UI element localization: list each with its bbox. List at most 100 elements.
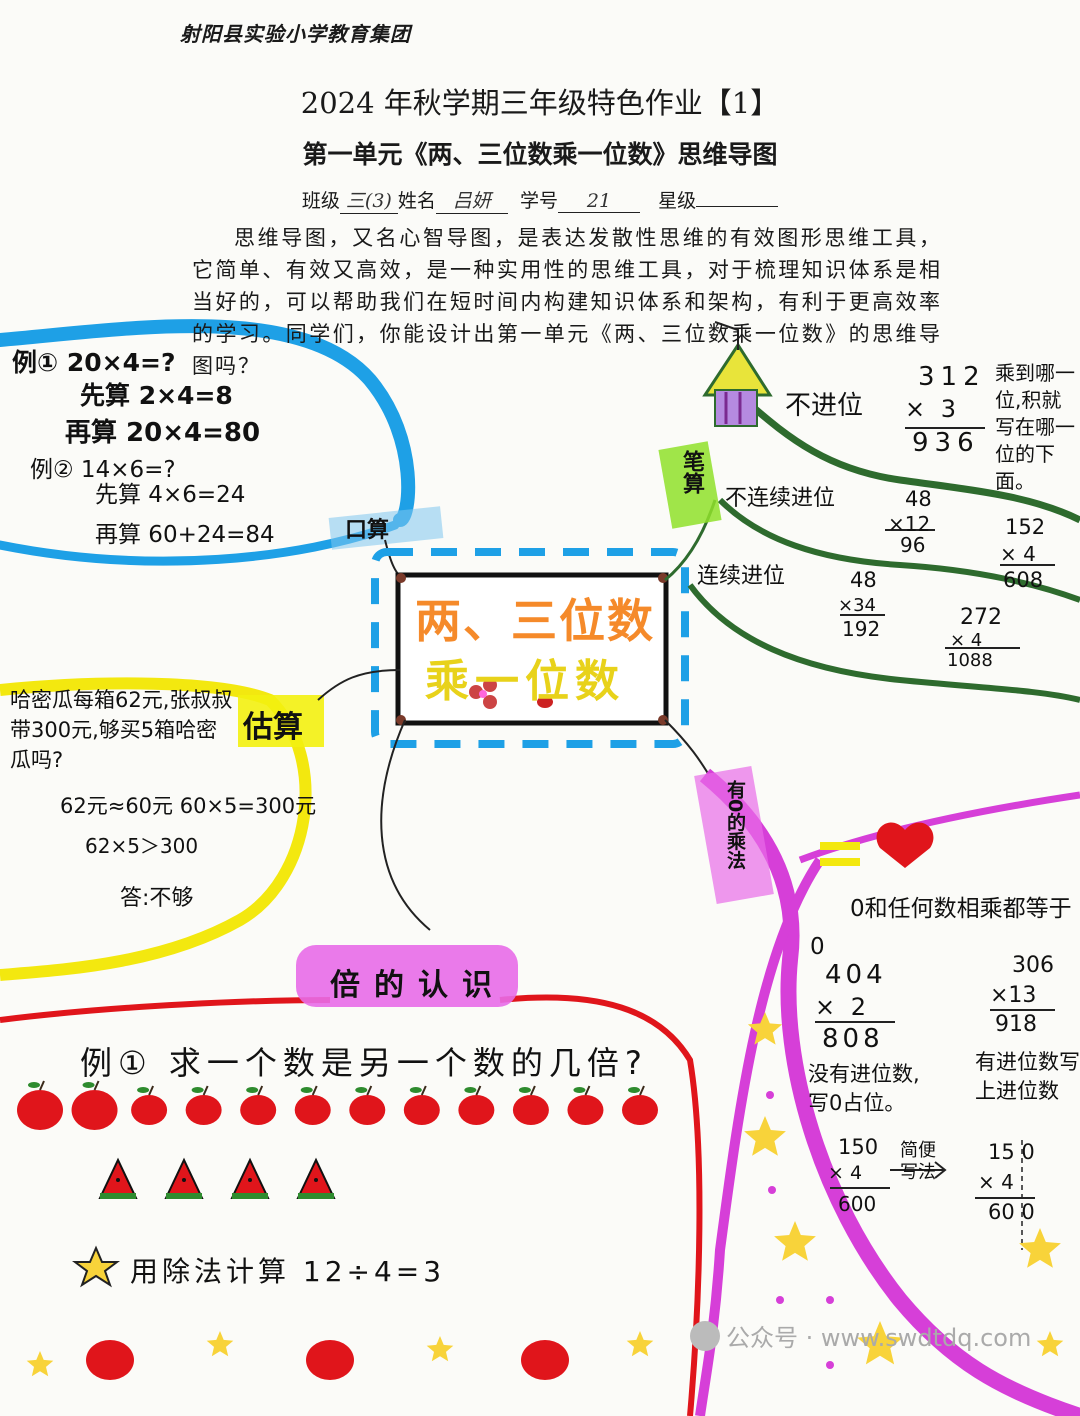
oral-ex1-step1: 先算 2×4=8	[80, 381, 233, 410]
calc-272: 272	[960, 605, 1002, 630]
calc-48c-mult: ×34	[838, 595, 876, 616]
class-value: 三(3)	[339, 186, 398, 214]
calc-150-simple-mult: × 4	[978, 1170, 1014, 1194]
star-icon	[426, 1336, 454, 1362]
bottom-decor-row	[26, 1331, 654, 1380]
oral-ex2: 例② 14×6=?	[30, 457, 176, 483]
center-box	[395, 572, 669, 726]
heart-icon	[876, 822, 934, 868]
dot	[768, 1186, 776, 1194]
star-icon	[26, 1351, 54, 1377]
apple-icon	[71, 1080, 118, 1130]
zero-note-c: 简便写法	[900, 1140, 936, 1183]
written-highlight	[658, 441, 722, 529]
center-title-line2: 乘一位数	[425, 656, 625, 707]
red-branch	[0, 997, 331, 1023]
calc-48a: 48	[905, 487, 932, 511]
dot	[766, 1091, 774, 1099]
calc-272-result: 1088	[947, 650, 993, 671]
dot	[826, 1361, 834, 1369]
yellow-connector	[317, 669, 401, 701]
estimate-highlight	[238, 695, 324, 747]
star-icon	[857, 1321, 903, 1365]
pencil-icon	[702, 321, 773, 427]
oral-ex2-step1: 先算 4×6=24	[95, 482, 246, 508]
calc-306-mult: ×13	[990, 983, 1037, 1008]
calc-152-result: 608	[1003, 568, 1044, 592]
apple-icon	[458, 1085, 495, 1125]
estimate-answer: 答:不够	[120, 886, 194, 911]
wechat-icon	[690, 1320, 720, 1351]
no-carry-note: 乘到哪一位,积就写在哪一位的下面。	[995, 361, 1075, 493]
not-consecutive-label: 不连续进位	[725, 486, 836, 511]
center-title-line1: 两、三位数	[415, 594, 655, 648]
watermelon-icon	[164, 1157, 204, 1199]
name-label: 姓名	[397, 190, 436, 212]
apple-icon	[306, 1340, 354, 1380]
zero-highlight	[694, 765, 774, 905]
magenta-branch-b	[695, 857, 825, 1416]
yellow-branch	[0, 677, 312, 981]
oral-ex1: 例① 20×4=?	[12, 348, 176, 377]
watermelon-icon	[230, 1157, 270, 1199]
calc-48c-result: 192	[842, 617, 881, 641]
star-icon	[1036, 1331, 1064, 1357]
magenta-branch-a	[699, 768, 1080, 1416]
page-title: 2024 年秋学期三年级特色作业【1】	[300, 86, 780, 120]
times-connector	[380, 719, 431, 931]
watermelon-row	[98, 1157, 336, 1199]
apple-icon	[17, 1080, 63, 1130]
calc-272-mult: × 4	[950, 630, 983, 651]
center-dashed-frame	[371, 548, 689, 748]
estimate-label: 估算	[243, 710, 303, 745]
watermelon-icon	[296, 1157, 336, 1199]
oral-ex1-step2: 再算 20×4=80	[65, 418, 261, 448]
calc-404-result: 808	[822, 1024, 884, 1054]
apple-row	[17, 1080, 658, 1130]
green-branch-3	[687, 583, 1080, 703]
written-label: 笔算	[679, 450, 704, 494]
id-label: 学号	[519, 190, 558, 212]
calc-150-simple-result: 60 0	[988, 1200, 1035, 1224]
zero-note-b: 有进位数写上进位数	[975, 1050, 1080, 1103]
times-method: 用除法计算 12÷4=3	[130, 1255, 446, 1288]
star-icon	[744, 1116, 786, 1156]
calc-404: 404	[825, 960, 887, 990]
calc-152: 152	[1005, 515, 1046, 539]
calc-150-mult: × 4	[828, 1162, 863, 1184]
estimate-step1: 62元≈60元 60×5=300元	[60, 794, 317, 818]
red-branch-right	[499, 994, 703, 1416]
apple-icon	[512, 1085, 549, 1125]
oral-ex2-step2: 再算 60+24=84	[95, 522, 275, 548]
page-subtitle: 第一单元《两、三位数乘一位数》思维导图	[302, 140, 778, 169]
star-label: 星级	[658, 190, 697, 212]
estimate-problem: 哈密瓜每箱62元,张叔叔带300元,够买5箱哈密瓜吗?	[10, 688, 233, 772]
apple-icon	[521, 1340, 569, 1380]
school-name: 射阳县实验小学教育集团	[180, 22, 411, 46]
calc-152-mult: × 4	[1000, 542, 1036, 566]
zero-rule: 0和任何数相乘都等于0	[810, 896, 1072, 960]
class-label: 班级	[301, 190, 340, 212]
apple-icon	[403, 1085, 440, 1125]
star-icon	[1019, 1228, 1061, 1268]
calc-312: 312	[918, 362, 986, 392]
calc-404-mult: × 2	[815, 993, 871, 1021]
oral-highlight	[328, 506, 444, 550]
apple-icon	[294, 1085, 331, 1125]
star-icon	[774, 1221, 816, 1261]
star-value	[696, 206, 779, 207]
apple-icon	[567, 1085, 604, 1125]
calc-48a-mult: ×12	[888, 512, 931, 536]
star-decorations	[744, 1012, 1064, 1369]
apple-icon	[86, 1340, 134, 1380]
dot	[826, 1296, 834, 1304]
consecutive-label: 连续进位	[697, 564, 786, 589]
apple-icon	[622, 1085, 658, 1125]
calc-312-mult: × 3	[905, 395, 961, 423]
star-icon	[747, 1012, 783, 1045]
apple-icon	[185, 1085, 222, 1125]
estimate-step2: 62×5＞300	[85, 834, 199, 858]
zero-connector	[664, 719, 713, 781]
